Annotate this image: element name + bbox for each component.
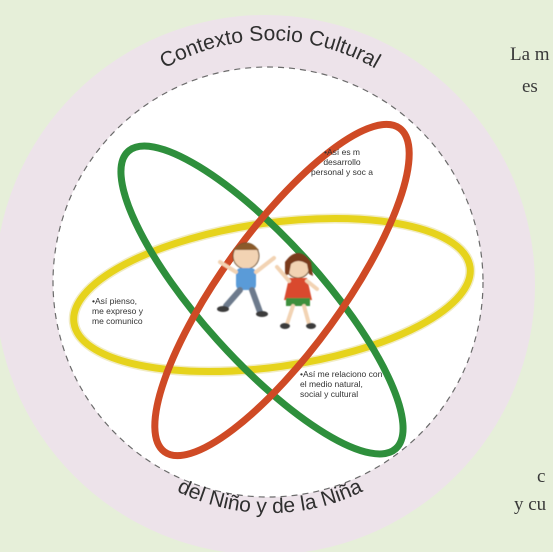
children-illustration — [217, 242, 319, 329]
side-text-line-4: y cu — [514, 494, 547, 515]
boy-figure — [217, 242, 276, 317]
side-text-line-2: es — [522, 76, 538, 97]
label-environment: •Así me relaciono con el medio natural, … — [300, 369, 383, 399]
side-text-line-3: c — [537, 466, 546, 487]
inner-dashed-circle — [52, 66, 484, 498]
label-personal-social: •Así es m desarrollo personal y soc a — [311, 147, 373, 177]
side-text-line-1: La m — [510, 44, 550, 65]
girl-figure — [275, 253, 319, 329]
label-communication: •Así pienso, me expreso y me comunico — [92, 296, 144, 326]
yellow-orbit — [68, 213, 476, 377]
